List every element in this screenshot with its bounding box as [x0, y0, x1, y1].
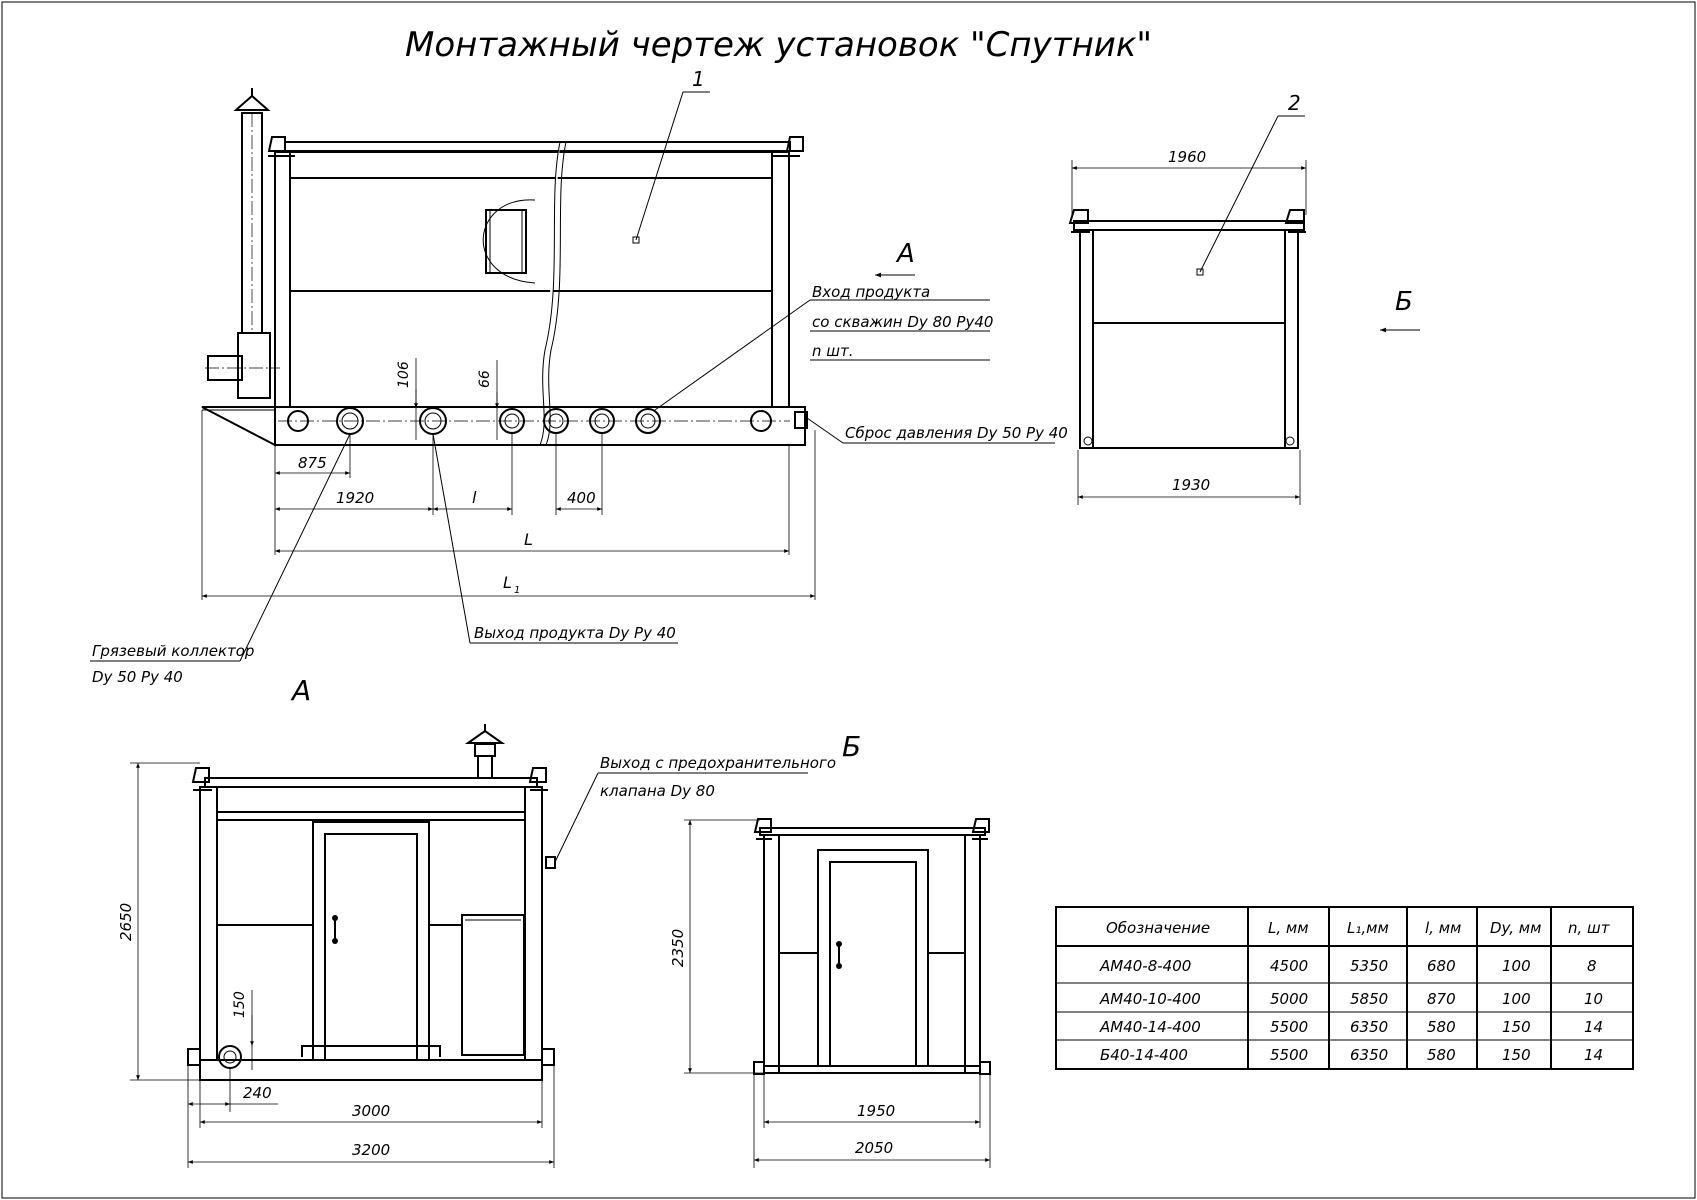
svg-text:150: 150	[1502, 1046, 1531, 1064]
table-header-L1: L₁,мм	[1347, 919, 1389, 937]
view-a-door	[324, 833, 418, 1061]
dim-150: 150	[232, 991, 248, 1018]
view-a: А	[117, 674, 836, 1168]
dim-1930: 1930	[1172, 476, 1210, 494]
svg-text:5500: 5500	[1270, 1018, 1308, 1036]
dim-1920: 1920	[336, 489, 374, 507]
dim-2050: 2050	[855, 1139, 893, 1157]
dim-l-spacing: l	[472, 488, 477, 507]
view-b-roof-rail	[759, 827, 986, 836]
callout-1-number: 1	[692, 67, 705, 91]
table-row: АМ40-14-400 5500 6350 580 150 14	[1099, 1018, 1603, 1036]
svg-text:5000: 5000	[1270, 990, 1308, 1008]
side-window	[485, 209, 527, 274]
svg-text:680: 680	[1427, 957, 1456, 975]
dim-L1: L	[503, 573, 512, 592]
dim-3200: 3200	[352, 1141, 390, 1159]
svg-text:580: 580	[1427, 1018, 1456, 1036]
callout-2-number: 2	[1288, 91, 1301, 115]
skid-base	[274, 406, 806, 446]
table-row: Б40-14-400 5500 6350 580 150 14	[1100, 1046, 1603, 1064]
end-body	[1079, 229, 1299, 449]
svg-text:6350: 6350	[1350, 1018, 1388, 1036]
dim-3000: 3000	[352, 1102, 390, 1120]
inlet-label-2: со скважин Dy 80 Py40	[812, 313, 993, 331]
inlet-label-3: n шт.	[812, 342, 854, 360]
view-a-marker: А	[895, 239, 915, 269]
inlet-label-1: Вход продукта	[812, 283, 930, 301]
mud-collector-label-1: Грязевый коллектор	[92, 642, 254, 660]
table-row: АМ40-10-400 5000 5850 870 100 10	[1099, 990, 1603, 1008]
dim-L1-subscript: 1	[514, 585, 520, 596]
view-b-label: Б	[842, 730, 861, 763]
dim-400: 400	[567, 489, 596, 507]
view-a-cabinet	[461, 914, 525, 1056]
view-b-door	[829, 861, 917, 1067]
dim-2650: 2650	[117, 903, 135, 941]
table-header-dy: Dy, мм	[1490, 919, 1541, 937]
table-header-n: n, шт	[1568, 919, 1611, 937]
view-b: Б 2350 1950 2050	[669, 730, 991, 1168]
side-body	[274, 151, 790, 408]
dim-1950: 1950	[857, 1102, 895, 1120]
svg-text:100: 100	[1502, 990, 1531, 1008]
valve-outlet-label-2: клапана Dy 80	[600, 782, 715, 800]
view-b-door-frame	[817, 849, 929, 1067]
view-a-body	[199, 786, 543, 1081]
svg-text:14: 14	[1584, 1018, 1603, 1036]
end-roof-rail	[1073, 220, 1305, 231]
view-b-body	[763, 834, 981, 1074]
svg-text:14: 14	[1584, 1046, 1603, 1064]
table-header-l: l, мм	[1425, 919, 1461, 937]
spec-table: Обозначение L, мм L₁,мм l, мм Dy, мм n, …	[1055, 906, 1634, 1070]
roof-rail	[284, 141, 791, 152]
dim-L: L	[524, 530, 533, 549]
relief-label: Сброс давления Dy 50 Py 40	[845, 424, 1068, 442]
svg-text:5350: 5350	[1350, 957, 1388, 975]
dim-240: 240	[243, 1084, 272, 1102]
valve-outlet-label-1: Выход с предохранительного	[600, 754, 836, 772]
side-view: 1 А Вход продукта со скважин Dy 80 Py40 …	[90, 67, 1068, 686]
outlet-label: Выход продукта Dy Py 40	[474, 624, 676, 642]
view-a-roof-rail	[204, 777, 538, 788]
table-header-L: L, мм	[1268, 919, 1309, 937]
dim-106: 106	[396, 361, 412, 388]
svg-text:580: 580	[1427, 1046, 1456, 1064]
view-a-label: А	[290, 674, 311, 707]
svg-text:6350: 6350	[1350, 1046, 1388, 1064]
svg-text:АМ40-10-400: АМ40-10-400	[1099, 990, 1201, 1008]
spec-table-frame	[1055, 906, 1634, 1070]
svg-text:5850: 5850	[1350, 990, 1388, 1008]
mud-collector-label-2: Dy 50 Py 40	[92, 668, 183, 686]
table-row: АМ40-8-400 4500 5350 680 100 8	[1099, 957, 1597, 975]
dim-1960: 1960	[1168, 148, 1206, 166]
svg-text:АМ40-8-400: АМ40-8-400	[1099, 957, 1191, 975]
dim-875: 875	[298, 454, 327, 472]
burner-box	[237, 332, 271, 399]
svg-text:8: 8	[1587, 957, 1597, 975]
svg-text:Б40-14-400: Б40-14-400	[1100, 1046, 1188, 1064]
svg-text:АМ40-14-400: АМ40-14-400	[1099, 1018, 1201, 1036]
svg-text:150: 150	[1502, 1018, 1531, 1036]
table-header-designation: Обозначение	[1106, 919, 1210, 937]
dim-2350: 2350	[669, 929, 687, 967]
svg-text:10: 10	[1584, 990, 1603, 1008]
drawing-title: Монтажный чертеж установок "Спутник"	[405, 25, 1152, 65]
dim-66: 66	[477, 370, 493, 388]
svg-text:100: 100	[1502, 957, 1531, 975]
chimney-cap	[233, 94, 271, 111]
svg-text:5500: 5500	[1270, 1046, 1308, 1064]
view-a-door-frame	[312, 821, 430, 1061]
svg-text:870: 870	[1427, 990, 1456, 1008]
svg-text:4500: 4500	[1270, 957, 1308, 975]
view-b-marker: Б	[1395, 287, 1413, 317]
end-view: 2 1960 1930 Б	[1068, 91, 1420, 505]
